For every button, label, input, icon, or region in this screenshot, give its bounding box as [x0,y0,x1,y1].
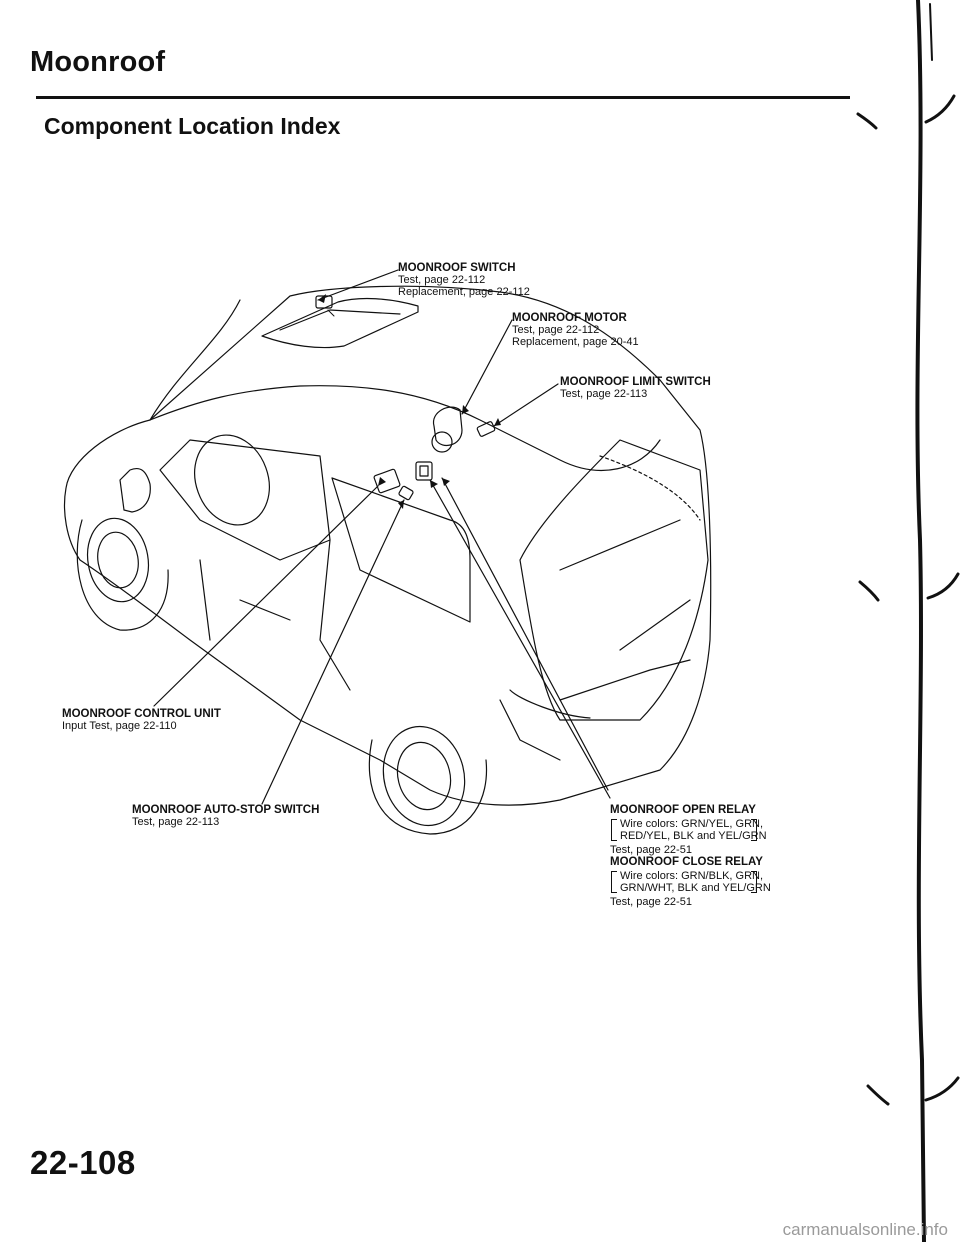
callout-line: Input Test, page 22-110 [62,720,177,732]
watermark: carmanualsonline.info [782,1220,948,1239]
leader-limit-switch [493,383,559,427]
callout-name: MOONROOF SWITCH [398,262,516,274]
leader-control-unit [153,485,379,707]
callout-moonroof-limit-switch: MOONROOF LIMIT SWITCH Test, page 22-113 [560,376,711,400]
open-relay-component [415,461,433,481]
callout-line: Test, page 22-113 [560,388,648,400]
leader-close-relay [441,477,609,791]
callout-moonroof-motor: MOONROOF MOTOR Test, page 22-112 Replace… [512,312,639,348]
wire-colors-note: Wire colors: GRN/BLK, GRN, GRN/WHT, BLK … [610,870,771,894]
callout-name: MOONROOF MOTOR [512,312,627,324]
callout-moonroof-switch: MOONROOF SWITCH Test, page 22-112 Replac… [398,262,530,298]
callout-line: Replacement, page 20-41 [512,336,639,348]
callout-name: MOONROOF AUTO-STOP SWITCH [132,804,320,816]
wire-colors-line: Wire colors: GRN/BLK, GRN, [620,870,764,882]
leader-auto-stop [261,499,405,805]
front-wheel [86,517,150,603]
limit-switch-component [476,421,496,437]
wire-colors-line: Wire colors: GRN/YEL, GRN, [620,818,764,830]
rear-wheel [382,725,466,827]
callout-name: MOONROOF CONTROL UNIT [62,708,221,720]
callout-name: MOONROOF CLOSE RELAY [610,856,763,868]
wire-colors-line: RED/YEL, BLK and YEL/GRN [620,830,767,842]
callout-moonroof-open-close-relay: MOONROOF OPEN RELAY Wire colors: GRN/YEL… [610,804,771,908]
leader-open-relay [429,479,611,799]
title-rule [36,96,850,99]
callout-line: Test, page 22-112 [512,324,600,336]
side-window-front [159,439,331,561]
leader-switch [317,269,399,301]
auto-stop-component [398,485,414,501]
section-title: Component Location Index [44,113,341,139]
callout-line: Test, page 22-113 [132,816,220,828]
callout-name: MOONROOF OPEN RELAY [610,804,756,816]
wire-colors-line: GRN/WHT, BLK and YEL/GRN [620,882,771,894]
motor-component [432,406,463,447]
callout-moonroof-auto-stop-switch: MOONROOF AUTO-STOP SWITCH Test, page 22-… [132,804,319,828]
callout-line: Test, page 22-112 [398,274,486,286]
callout-line: Replacement, page 22-112 [398,286,530,298]
page-title: Moonroof [30,46,166,78]
page-number: 22-108 [30,1144,136,1181]
callout-moonroof-control-unit: MOONROOF CONTROL UNIT Input Test, page 2… [62,708,221,732]
side-window-rear [331,477,471,623]
callout-name: MOONROOF LIMIT SWITCH [560,376,711,388]
control-unit-component [373,468,401,494]
callout-line: Test, page 22-51 [610,896,692,908]
leader-motor [461,319,513,415]
wire-colors-note: Wire colors: GRN/YEL, GRN, RED/YEL, BLK … [610,818,767,842]
roof-line [149,385,661,471]
sunroof-glass [261,297,419,349]
callout-line: Test, page 22-51 [610,844,692,856]
